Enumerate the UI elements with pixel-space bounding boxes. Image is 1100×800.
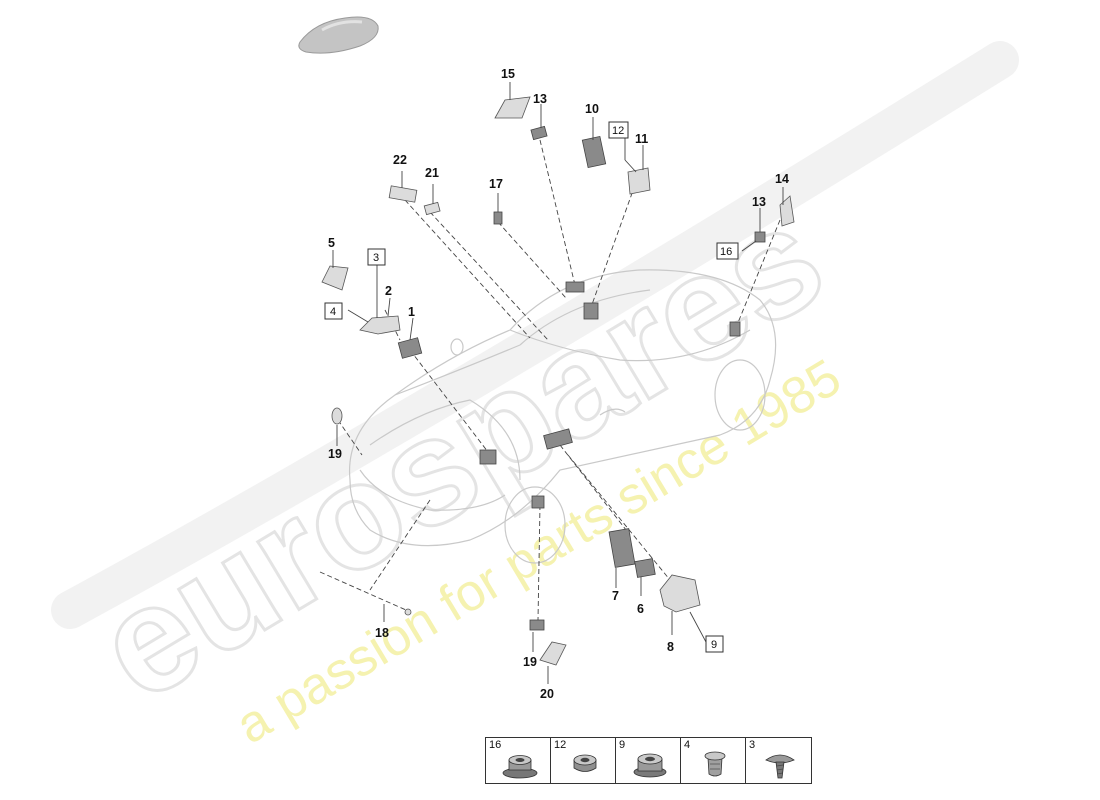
screw-icon xyxy=(765,754,795,779)
fastener-number: 4 xyxy=(684,739,691,751)
callout-13a: 13 xyxy=(533,92,547,106)
leader-lines xyxy=(332,82,784,684)
part-8-bracket xyxy=(659,574,701,613)
part-13b-module xyxy=(754,231,766,243)
svg-text:9: 9 xyxy=(711,639,717,651)
fastener-cell-3: 3 xyxy=(746,738,811,783)
fastener-cell-16: 16 xyxy=(486,738,551,783)
callout-10: 10 xyxy=(585,102,599,116)
part-mount-roof-rear xyxy=(583,302,599,320)
boxed-callout-3: 3 xyxy=(367,248,386,266)
callout-17: 17 xyxy=(489,177,503,191)
part-2-bracket xyxy=(359,315,401,335)
part-mount-roof xyxy=(565,281,585,293)
fastener-cell-4: 4 xyxy=(681,738,746,783)
callout-1: 1 xyxy=(408,305,415,319)
part-mount-rear xyxy=(729,321,741,337)
callout-19a: 19 xyxy=(328,447,342,461)
callout-22: 22 xyxy=(393,153,407,167)
callout-5: 5 xyxy=(328,236,335,250)
callout-19b: 19 xyxy=(523,655,537,669)
part-11-bracket xyxy=(627,167,651,195)
part-6-module xyxy=(634,558,656,578)
callout-7: 7 xyxy=(612,589,619,603)
fastener-table: 16 12 9 4 3 xyxy=(485,737,812,784)
hex-nut-icon xyxy=(573,754,597,772)
part-17-sensor xyxy=(493,211,503,225)
part-mount-sill xyxy=(531,495,545,509)
callout-8: 8 xyxy=(667,640,674,654)
fastener-cell-9: 9 xyxy=(616,738,681,783)
fastener-number: 3 xyxy=(749,739,756,751)
part-13-module xyxy=(530,125,548,141)
boxed-callout-4: 4 xyxy=(324,302,343,320)
parts xyxy=(321,96,795,666)
expanding-nut-icon xyxy=(704,751,726,777)
boxed-callouts: 3 4 9 12 16 xyxy=(324,121,739,653)
part-22-module xyxy=(388,185,418,203)
fastener-number: 12 xyxy=(554,739,567,751)
part-5-bracket xyxy=(321,265,349,291)
callout-6: 6 xyxy=(637,602,644,616)
flange-nut-icon xyxy=(502,755,538,779)
part-7-module xyxy=(608,528,636,568)
svg-text:12: 12 xyxy=(612,125,624,137)
part-20-trim xyxy=(539,641,567,666)
part-1-module xyxy=(397,337,423,359)
part-19b-sensor xyxy=(529,619,545,631)
callouts: 1 2 5 7 6 8 10 11 13 13 14 15 17 18 19 1… xyxy=(328,67,789,701)
fastener-cell-12: 12 xyxy=(551,738,616,783)
callout-13b: 13 xyxy=(752,195,766,209)
part-21-module xyxy=(423,201,441,216)
car-outline xyxy=(348,269,777,564)
part-mount-center xyxy=(543,428,573,450)
fastener-number: 16 xyxy=(489,739,502,751)
callout-21: 21 xyxy=(425,166,439,180)
fastener-number: 9 xyxy=(619,739,626,751)
part-10-module xyxy=(581,135,607,169)
part-14-bracket xyxy=(779,195,795,227)
callout-15: 15 xyxy=(501,67,515,81)
callout-14: 14 xyxy=(775,172,789,186)
part-mount-dash xyxy=(479,449,497,465)
callout-2: 2 xyxy=(385,284,392,298)
svg-text:4: 4 xyxy=(330,306,336,318)
part-15-trim xyxy=(494,96,531,119)
callout-18: 18 xyxy=(375,626,389,640)
connection-lines xyxy=(319,139,781,621)
car-thumbnail xyxy=(298,16,379,54)
collar-nut-icon xyxy=(633,753,667,778)
watermark: eurospares a passion for parts since 198… xyxy=(51,41,1019,755)
boxed-callout-12: 12 xyxy=(608,121,629,139)
svg-text:16: 16 xyxy=(720,246,732,258)
svg-text:3: 3 xyxy=(373,252,379,264)
part-19a-sensor xyxy=(331,407,343,425)
boxed-callout-16: 16 xyxy=(716,242,739,260)
boxed-callout-9: 9 xyxy=(705,635,724,653)
callout-20: 20 xyxy=(540,687,554,701)
callout-11: 11 xyxy=(635,132,648,146)
part-18-clip xyxy=(404,608,412,616)
